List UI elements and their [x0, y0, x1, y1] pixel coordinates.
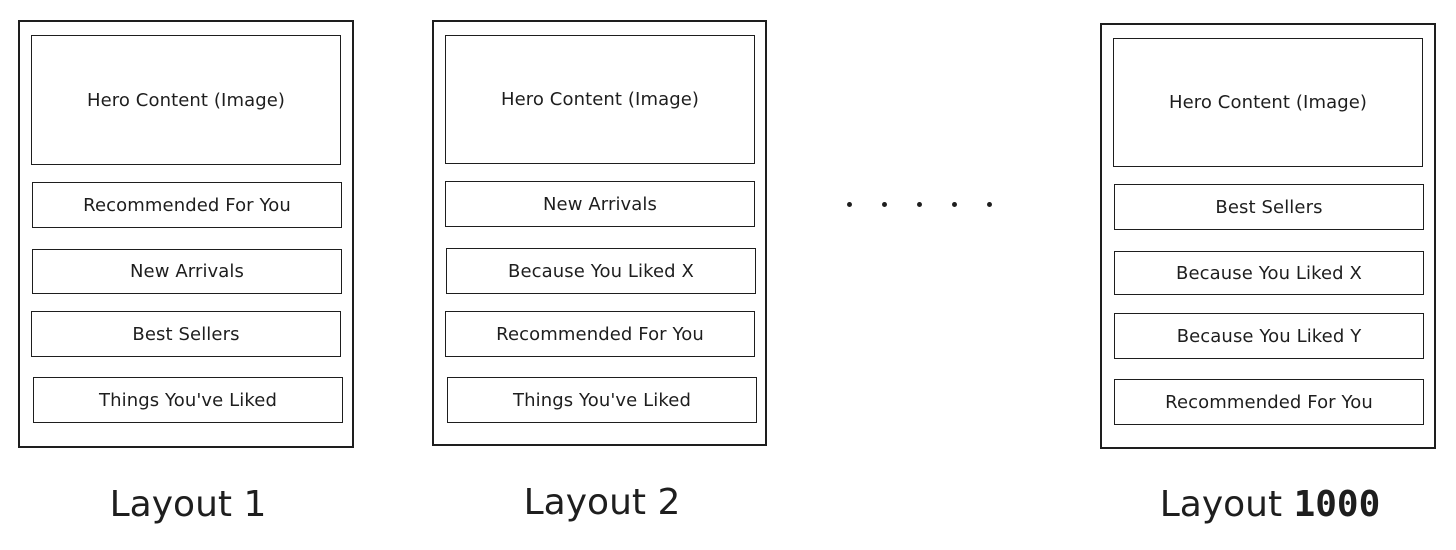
caption-word: Layout — [109, 484, 233, 525]
section-row: New Arrivals — [445, 181, 755, 227]
page-frame — [18, 20, 354, 448]
section-label: Things You've Liked — [513, 389, 691, 411]
section-row: Because You Liked Y — [1114, 313, 1424, 359]
section-label: Things You've Liked — [99, 389, 277, 411]
section-label: New Arrivals — [542, 193, 658, 215]
layout-1-caption: Layout 1 — [88, 484, 288, 525]
ellipsis-dot — [847, 202, 852, 207]
ellipsis — [845, 200, 994, 209]
section-row: Things You've Liked — [33, 377, 343, 423]
section-row: Recommended For You — [1114, 379, 1424, 425]
section-row: Because You Liked X — [1114, 251, 1424, 295]
layout-1-mockup: Hero Content (Image) Recommended For You… — [18, 20, 354, 448]
layout-2-caption: Layout 2 — [502, 482, 702, 523]
section-row: Best Sellers — [31, 311, 341, 357]
ellipsis-dot — [952, 202, 957, 207]
section-label: Because You Liked Y — [1176, 325, 1362, 347]
section-row: New Arrivals — [32, 249, 342, 294]
hero-label: Hero Content (Image) — [500, 89, 700, 110]
hero-block: Hero Content (Image) — [1113, 38, 1423, 167]
hero-block: Hero Content (Image) — [31, 35, 341, 165]
section-row: Things You've Liked — [447, 377, 757, 423]
ellipsis-dot — [917, 202, 922, 207]
layout-1000-mockup: Hero Content (Image) Best Sellers Becaus… — [1100, 23, 1436, 449]
caption-number: 1000 — [1293, 484, 1381, 525]
section-label: Because You Liked X — [508, 260, 694, 282]
section-label: Best Sellers — [132, 323, 240, 345]
section-row: Recommended For You — [32, 182, 342, 228]
section-label: Recommended For You — [83, 194, 291, 216]
page-frame — [1100, 23, 1436, 449]
caption-number: 2 — [657, 482, 681, 523]
section-label: New Arrivals — [129, 261, 245, 282]
caption-word: Layout — [523, 482, 647, 523]
section-row: Because You Liked X — [446, 248, 756, 294]
ellipsis-dot — [987, 202, 992, 207]
section-label: Because You Liked X — [1176, 262, 1362, 284]
section-label: Recommended For You — [496, 323, 704, 345]
section-row: Recommended For You — [445, 311, 755, 357]
section-label: Recommended For You — [1165, 391, 1373, 413]
section-label: Best Sellers — [1215, 196, 1323, 218]
hero-label: Hero Content (Image) — [1168, 92, 1368, 113]
page-frame — [432, 20, 767, 446]
section-row: Best Sellers — [1114, 184, 1424, 230]
layout-1000-caption: Layout 1000 — [1150, 484, 1390, 525]
caption-number: 1 — [243, 484, 267, 525]
layout-2-mockup: Hero Content (Image) New Arrivals Becaus… — [432, 20, 767, 446]
caption-word: Layout — [1159, 484, 1283, 525]
hero-block: Hero Content (Image) — [445, 35, 755, 164]
hero-label: Hero Content (Image) — [86, 89, 286, 111]
ellipsis-dot — [882, 202, 887, 207]
